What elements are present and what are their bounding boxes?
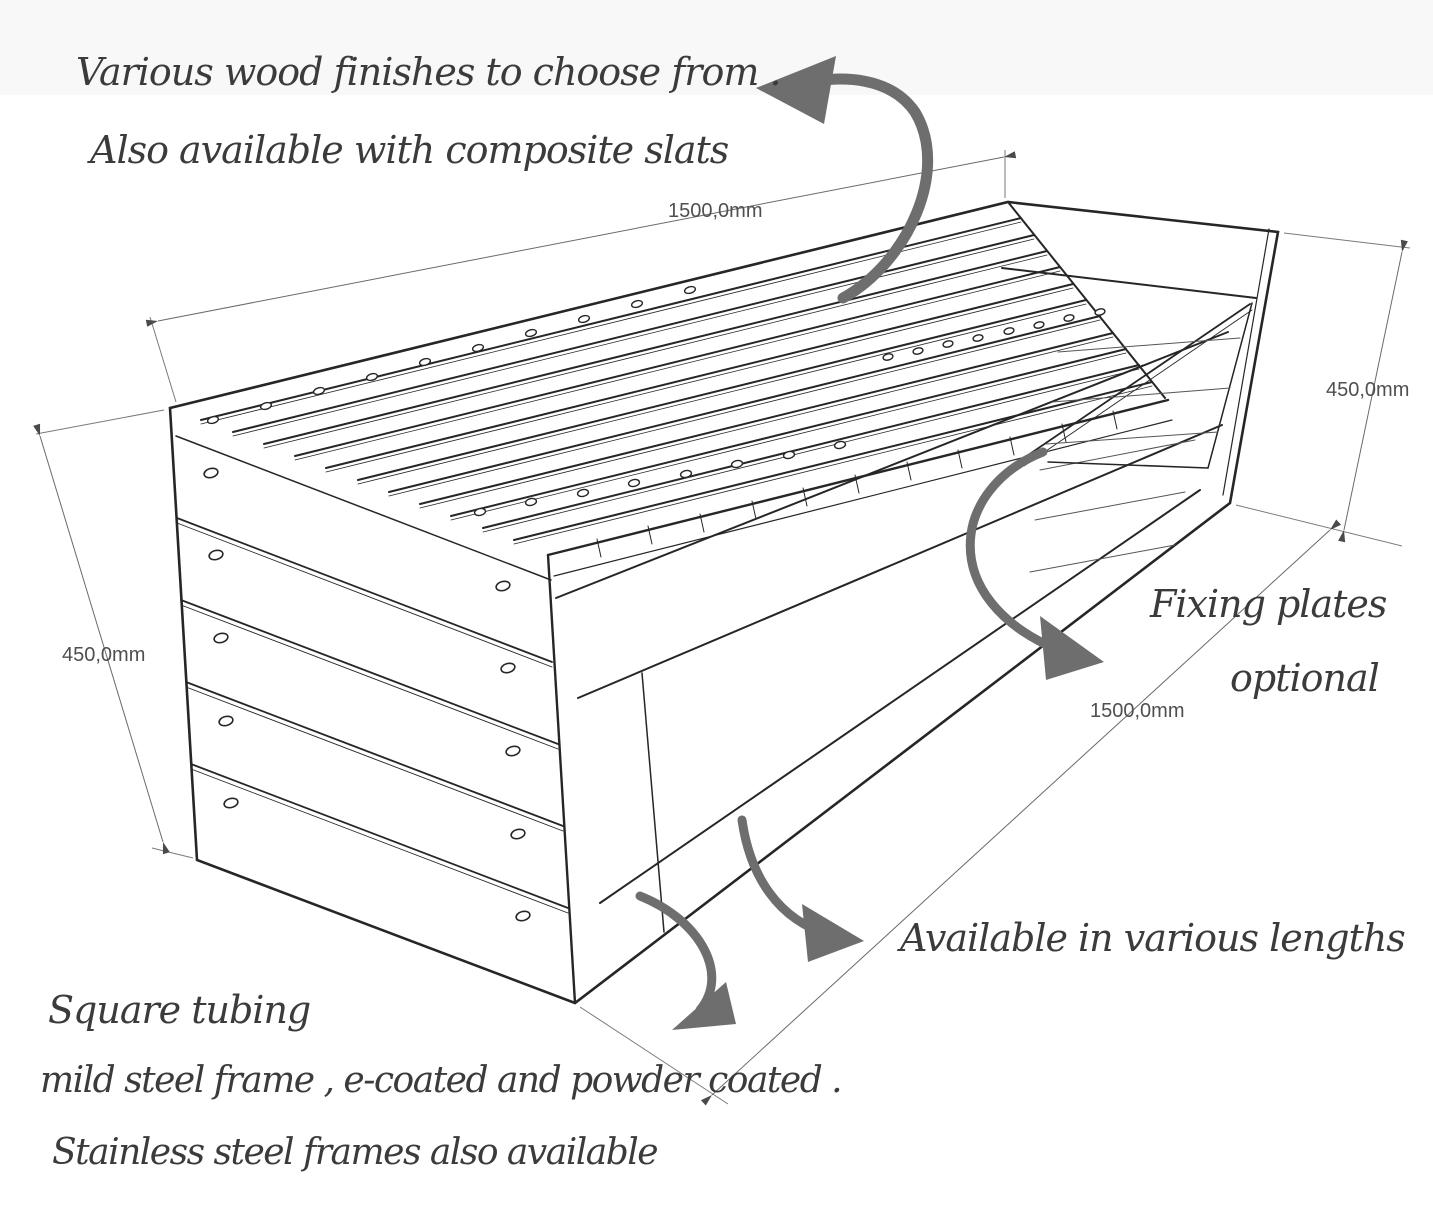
dim-left-height-label: 450,0mm [62,644,146,666]
bench-silhouette [168,200,1280,1005]
dim-left-height-line [33,423,170,855]
dim-top-length-label: 1500,0mm [668,200,763,222]
dim-front-length-line [700,519,1342,1106]
dim-right-height-label: 450,0mm [1326,379,1410,401]
dim-right-height-line [1338,239,1408,543]
front-frame [555,331,1229,933]
annotation-fixing-plates-line1: Fixing plates [1150,582,1387,626]
dim-front-length-label: 1500,0mm [1090,700,1185,722]
curved-arrow-fixing-plates-icon [965,447,1104,680]
annotation-material-line2: mild steel frame , e-coated and powder c… [40,1060,843,1101]
curved-arrow-wood-finish-icon [756,56,934,304]
extension-lines [35,150,1411,1105]
dimension-lines [33,150,1411,1106]
left-face-screws [203,467,531,922]
annotation-wood-finishes-line2: Also available with composite slats [90,128,729,172]
annotation-fixing-plates-line2: optional [1230,656,1380,700]
curved-arrow-length-icon [737,815,864,962]
annotation-material-line3: Stainless steel frames also available [52,1132,659,1173]
seat-screws [206,285,1106,517]
dim-top-length-line [145,151,1017,327]
curved-arrow-frame-icon [635,891,736,1030]
background-band [0,0,1433,95]
annotation-material-line1: Square tubing [48,988,311,1032]
callout-arrows [635,56,1104,1030]
annotation-wood-finishes-line1: Various wood finishes to choose from . [76,50,782,94]
end-frame [1001,228,1270,496]
bench-drawing [168,200,1280,1005]
left-face-boards [175,435,577,1005]
annotation-various-lengths: Available in various lengths [900,916,1406,960]
seat-slats [200,201,1166,545]
